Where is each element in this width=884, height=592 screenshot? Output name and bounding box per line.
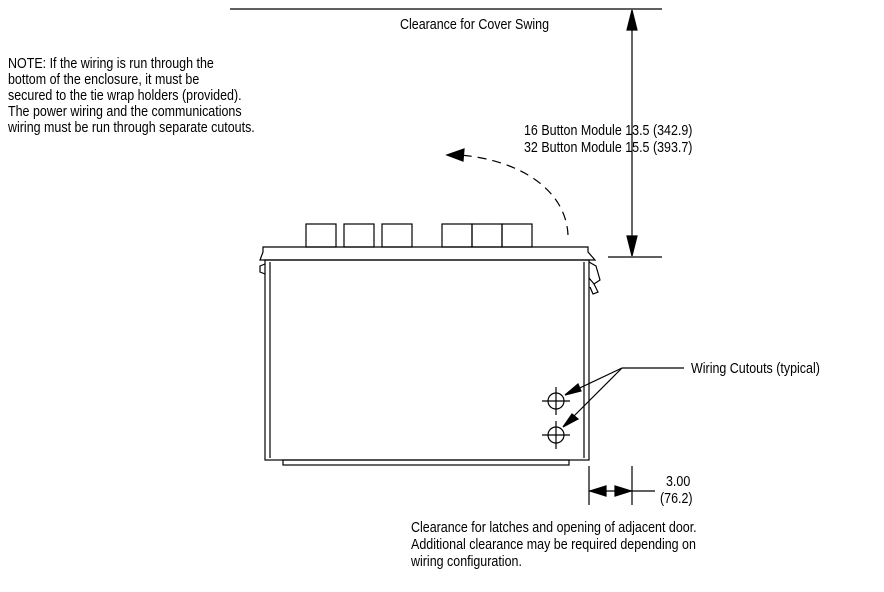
side-dim-arrow-left-icon <box>587 485 607 497</box>
wiring-cutouts-label: Wiring Cutouts (typical) <box>691 361 820 377</box>
cover-swing-label: Clearance for Cover Swing <box>400 17 550 33</box>
latch-note-line-3: wiring configuration. <box>411 554 522 570</box>
right-latch-tab <box>589 283 599 295</box>
enclosure-body <box>264 259 590 461</box>
enclosure-base <box>282 459 570 466</box>
top-button-6 <box>501 223 533 248</box>
note-line-5: wiring must be run through separate cuto… <box>8 120 255 136</box>
enclosure-lid <box>259 246 597 261</box>
top-button-2 <box>343 223 375 248</box>
right-latch <box>588 261 601 285</box>
dimension-arrow-down-icon <box>626 235 638 257</box>
dimension-arrow-up-icon <box>626 9 638 31</box>
top-button-3 <box>381 223 413 248</box>
note-line-3: secured to the tie wrap holders (provide… <box>8 88 242 104</box>
side-dim-arrow-right-icon <box>614 485 634 497</box>
module-dim-32: 32 Button Module 15.5 (393.7) <box>524 140 693 156</box>
note-line-4: The power wiring and the communications <box>8 104 242 120</box>
latch-note-line-1: Clearance for latches and opening of adj… <box>411 520 697 536</box>
leader-arrow-upper-icon <box>564 383 582 396</box>
top-button-4 <box>441 223 473 248</box>
cover-swing-arc <box>459 154 569 236</box>
side-dim-metric: (76.2) <box>660 491 693 507</box>
leader-arrow-lower-icon <box>562 413 580 428</box>
swing-arrow-icon <box>445 148 465 162</box>
top-button-5 <box>471 223 503 248</box>
top-button-1 <box>305 223 337 248</box>
latch-note-line-2: Additional clearance may be required dep… <box>411 537 696 553</box>
side-dim-value: 3.00 <box>666 474 691 490</box>
note-line-2: bottom of the enclosure, it must be <box>8 72 200 88</box>
note-line-1: NOTE: If the wiring is run through the <box>8 56 214 72</box>
left-hinge <box>259 263 266 275</box>
module-dim-16: 16 Button Module 13.5 (342.9) <box>524 123 693 139</box>
